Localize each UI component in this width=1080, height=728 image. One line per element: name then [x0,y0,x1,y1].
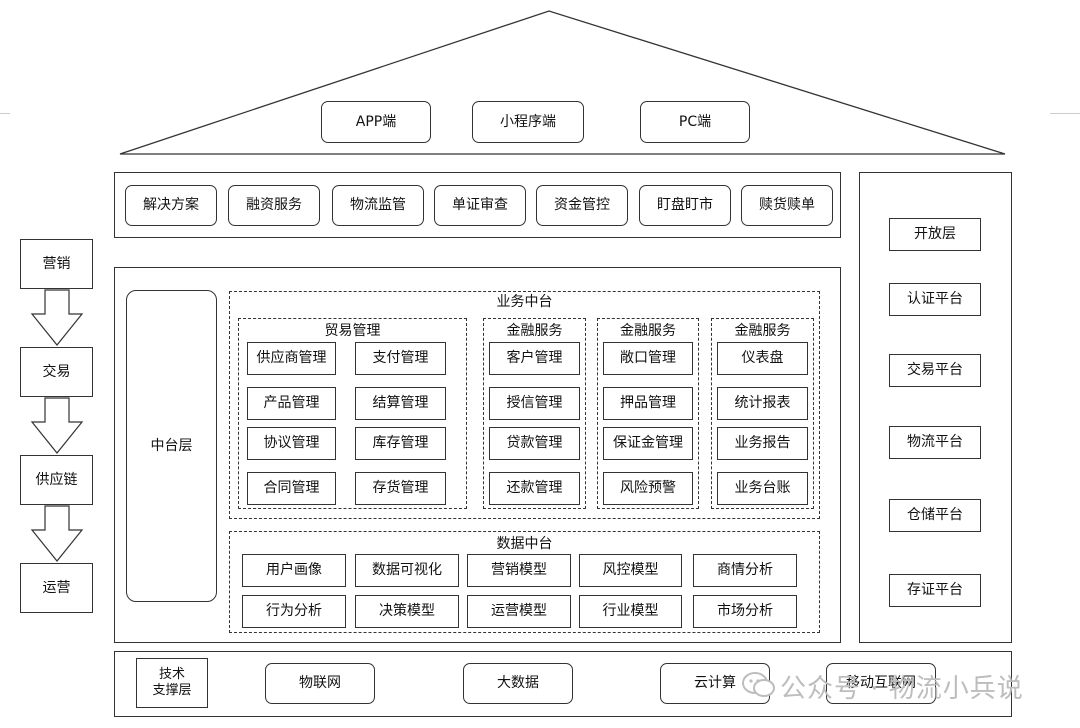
trade-item: 库存管理 [355,427,446,460]
finance-item: 保证金管理 [603,427,693,460]
data-item: 营销模型 [467,554,571,587]
finance-group-title: 金融服务 [734,323,791,339]
flow-step: 营销 [20,239,93,289]
trade-item: 支付管理 [355,342,446,375]
flow-step: 供应链 [20,455,93,505]
finance-item: 贷款管理 [489,427,580,460]
roof-triangle [119,10,1006,155]
solution-item: 资金管控 [536,185,628,226]
trade-group-title: 贸易管理 [324,323,381,339]
platform-item: 仓储平台 [889,499,981,532]
finance-group-title: 金融服务 [620,323,676,339]
tech-item: 移动互联网 [826,663,936,704]
page-edge-mark [0,113,10,114]
finance-item: 统计报表 [717,387,808,420]
trade-item: 产品管理 [247,387,336,420]
trade-item: 供应商管理 [247,342,336,375]
roof-item-app: APP端 [321,101,431,143]
flow-step: 运营 [20,563,93,613]
finance-item: 客户管理 [489,342,580,375]
trade-item: 存货管理 [355,472,446,505]
platform-item: 存证平台 [889,574,981,607]
data-item: 行为分析 [242,595,346,628]
platform-item: 交易平台 [889,354,981,387]
tech-layer-panel [114,651,1012,717]
roof-item-pc: PC端 [640,101,750,143]
tech-item: 物联网 [265,663,375,704]
down-arrow-icon [30,397,84,454]
finance-group-title: 金融服务 [506,323,563,339]
wechat-logo-icon [742,672,775,697]
down-arrow-icon [30,505,84,562]
platform-item: 开放层 [889,218,981,251]
trade-group-frame [238,318,467,509]
solution-item: 单证审查 [434,185,526,226]
trade-item: 合同管理 [247,472,336,505]
trade-item: 协议管理 [247,427,336,460]
data-item: 数据可视化 [355,554,459,587]
tech-item: 云计算 [660,663,770,704]
flow-step: 交易 [20,347,93,397]
finance-group-frame [483,318,586,509]
finance-item: 还款管理 [489,472,580,505]
finance-item: 仪表盘 [717,342,808,375]
solution-item: 盯盘盯市 [639,185,731,226]
finance-item: 业务报告 [717,427,808,460]
solution-item: 物流监管 [332,185,424,226]
middle-layer-label: 中台层 [126,290,217,602]
business-platform-title: 业务中台 [496,294,553,310]
finance-item: 押品管理 [603,387,693,420]
platform-panel [859,172,1012,643]
finance-group-frame [711,318,814,509]
data-item: 运营模型 [467,595,571,628]
platform-item: 认证平台 [889,283,981,316]
solution-item: 解决方案 [125,185,217,226]
finance-item: 授信管理 [489,387,580,420]
finance-group-frame [597,318,699,509]
data-platform-title: 数据中台 [496,536,553,552]
data-item: 商情分析 [693,554,797,587]
data-item: 风控模型 [579,554,682,587]
page-edge-mark [1050,113,1080,114]
finance-item: 风险预警 [603,472,693,505]
platform-item: 物流平台 [889,426,981,459]
solution-item: 融资服务 [228,185,320,226]
solution-item: 赎货赎单 [741,185,833,226]
finance-item: 业务台账 [717,472,808,505]
trade-item: 结算管理 [355,387,446,420]
down-arrow-icon [30,289,84,346]
business-platform-frame [229,291,820,519]
finance-item: 敞口管理 [603,342,693,375]
roof-item-miniprogram: 小程序端 [472,101,584,143]
solutions-panel [114,172,841,238]
data-item: 用户画像 [242,554,346,587]
tech-item: 大数据 [463,663,573,704]
data-item: 决策模型 [355,595,459,628]
watermark-text: 公众号 · 物流小兵说 [780,674,1024,704]
middle-layer-panel [114,267,841,643]
data-item: 市场分析 [693,595,797,628]
data-item: 行业模型 [579,595,682,628]
data-platform-frame [229,531,820,633]
tech-layer-label: 技术 支撑层 [136,658,208,708]
